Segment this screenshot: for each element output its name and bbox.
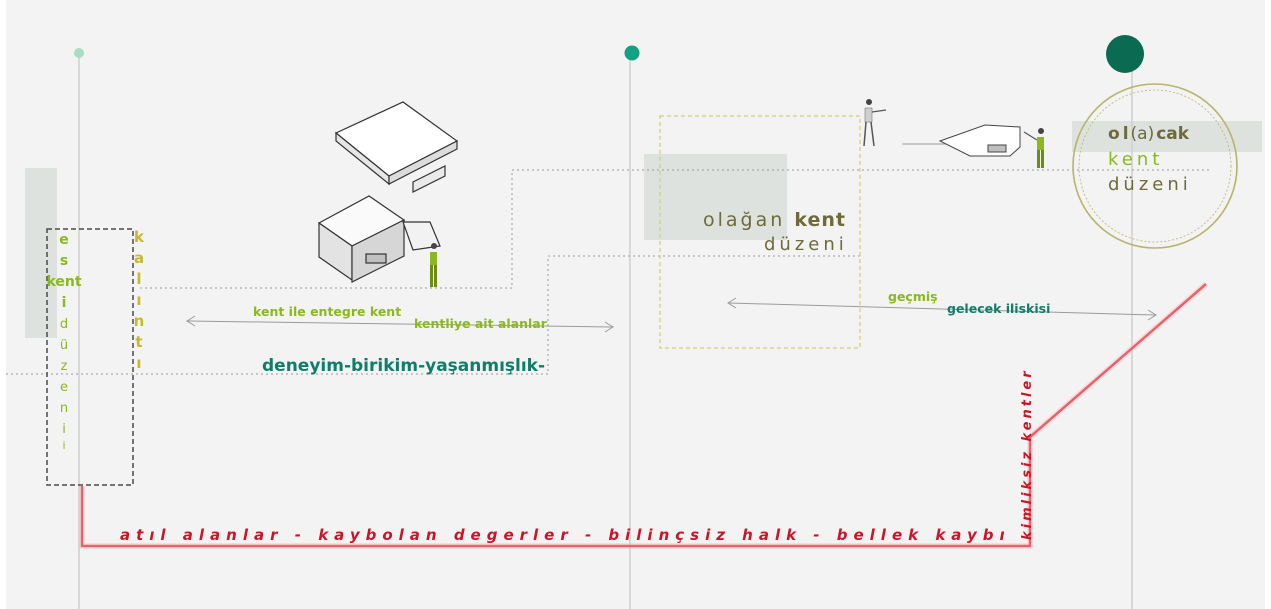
person-icon-present [863, 99, 887, 147]
kalinti-letter-5: n [133, 312, 145, 330]
label-kent-ile-entegre-kent: kent ile entegre kent [253, 304, 402, 319]
red-loss-line-glow [79, 281, 1208, 549]
olacak-l: l [1122, 124, 1129, 144]
arrow-left-head-right [604, 321, 614, 333]
eski-letter-e: e [59, 232, 69, 248]
eski-letter-d: d [59, 317, 69, 332]
kalinti-letter-7: ı [136, 354, 142, 372]
eski-letter-i: i [61, 295, 67, 311]
eski-letter-z: z [60, 359, 68, 374]
eski-word-kent: kent [46, 274, 82, 290]
olagan-line1: olağan kent [703, 209, 846, 231]
arrow-right-head-right [1147, 309, 1157, 321]
eski-letter-e2: e [60, 380, 68, 395]
olagan-line2: düzeni [764, 234, 848, 255]
kalinti-letter-2: a [133, 249, 145, 267]
olacak-o: o [1108, 124, 1123, 144]
red-bottom-text: atıl alanlar - kaybolan degerler - bilin… [120, 526, 1011, 544]
label-gecmis: geçmiş [888, 289, 938, 304]
olacak-bg-block [1072, 121, 1262, 152]
eski-letter-n: n [59, 401, 69, 416]
olagan-prefix: olağan [703, 209, 786, 231]
kalinti-letter-6: t [135, 333, 143, 351]
eski-letter-i3: i [62, 439, 66, 452]
olacak-outer-circle [1072, 83, 1238, 249]
olacak-cak: cak [1156, 124, 1190, 144]
olagan-bg-block [644, 154, 787, 240]
eski-bg-block [25, 168, 57, 338]
eski-letter-i2: i [62, 422, 66, 437]
person-icon-past [430, 243, 437, 287]
red-loss-line [80, 283, 1207, 548]
eski-dashed-box [46, 228, 134, 486]
red-diagonal-text: kimliksiz kentler [1020, 368, 1035, 540]
label-gelecek-iliskisi: gelecek iliskisi [947, 301, 1051, 316]
olacak-line2: kent [1108, 149, 1164, 170]
future-vehicle-icon [938, 124, 1021, 157]
house-sketch-icon [317, 101, 459, 283]
kalinti-letter-3: l [136, 270, 142, 288]
arrow-right [728, 302, 1156, 316]
arrow-left [187, 320, 613, 328]
eski-kent-duzeni-label: e s kent i d ü z e n i i [46, 230, 81, 452]
kalinti-letter-1: k [134, 228, 144, 246]
timeline-dot-past [74, 48, 84, 58]
red-diagonal-kimliksiz: kimliksiz kentler [1020, 368, 1035, 540]
kalinti-letter-4: ı [136, 291, 142, 309]
label-kentliye-ait-alanlar: kentliye ait alanlar [414, 316, 547, 331]
olacak-line3: düzeni [1108, 174, 1192, 195]
olacak-inner-circle [1078, 89, 1232, 243]
dotted-path-lower [6, 255, 860, 375]
olacak-a: (a) [1130, 124, 1155, 144]
arrow-left-head-left [186, 315, 196, 327]
eski-letter-s: s [59, 253, 69, 269]
eski-letter-u: ü [59, 338, 69, 353]
timeline-dot-present [624, 45, 640, 61]
deneyim-birikim-text: deneyim-birikim-yaşanmışlık- [262, 356, 546, 376]
olagan-dashed-box [659, 115, 861, 349]
timeline-dot-future [1106, 35, 1144, 73]
diagram-canvas [6, 0, 1265, 609]
dotted-path-upper [140, 169, 1212, 289]
olagan-bold-kent: kent [794, 209, 846, 231]
kalinti-label: k a l ı n t ı [131, 227, 147, 374]
olacak-line1: ol(a)cak [1108, 124, 1189, 144]
arrow-right-head-left [727, 297, 737, 309]
person-icon-future [1023, 128, 1044, 168]
